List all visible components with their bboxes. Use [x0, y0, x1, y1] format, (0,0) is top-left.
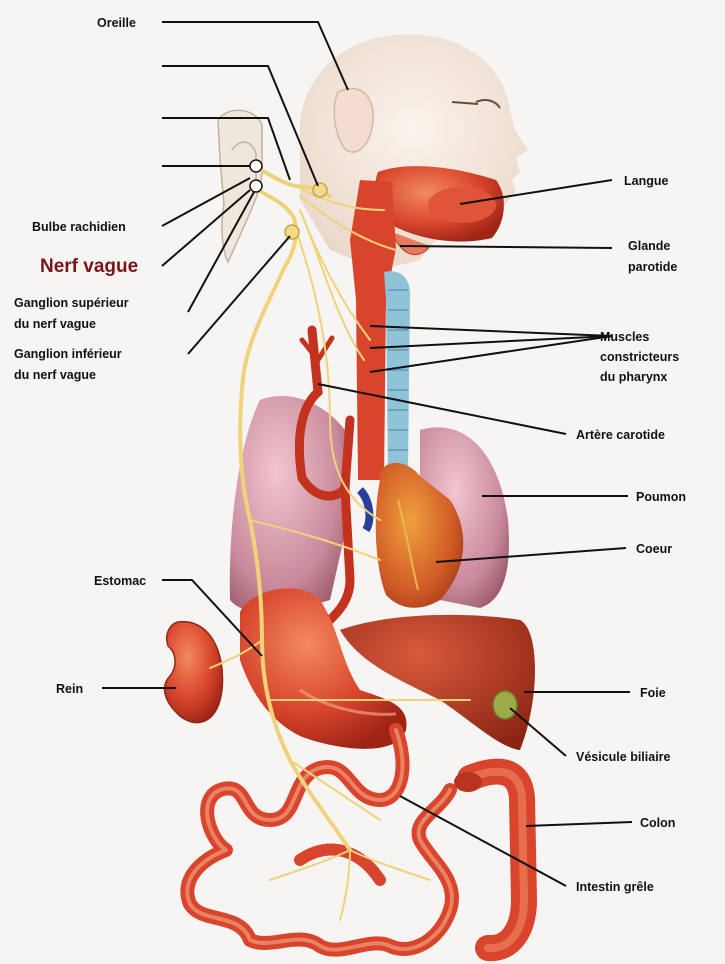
label-bulbe-rachidien: Bulbe rachidien: [32, 220, 126, 234]
label-nerf-vague: Nerf vague: [40, 256, 138, 277]
label-estomac: Estomac: [94, 574, 146, 588]
label-ganglion-inferieur-line1: Ganglion inférieur: [14, 347, 122, 361]
label-artere-carotide: Artère carotide: [576, 428, 665, 442]
colon: [454, 772, 524, 949]
label-glande-line1: Glande: [628, 239, 670, 253]
label-poumon: Poumon: [636, 490, 686, 504]
label-intestin-grele: Intestin grêle: [576, 880, 654, 894]
kidney: [165, 622, 223, 723]
label-langue: Langue: [624, 174, 668, 188]
left-labels: Oreille Bulbe rachidien Nerf vague Gangl…: [14, 16, 146, 696]
label-glande-line2: parotide: [628, 260, 677, 274]
label-foie: Foie: [640, 686, 666, 700]
label-muscles-line1: Muscles: [600, 330, 649, 344]
label-rein: Rein: [56, 682, 83, 696]
label-ganglion-superieur-line1: Ganglion supérieur: [14, 296, 129, 310]
label-vesicule-biliaire: Vésicule biliaire: [576, 750, 671, 764]
label-colon: Colon: [640, 816, 675, 830]
label-coeur: Coeur: [636, 542, 672, 556]
label-muscles-line3: du pharynx: [600, 370, 667, 384]
label-muscles-line2: constricteurs: [600, 350, 679, 364]
small-intestine: [187, 730, 452, 950]
right-labels: Langue Glande parotide Muscles constrict…: [576, 174, 686, 894]
label-oreille: Oreille: [97, 16, 136, 30]
label-ganglion-inferieur-line2: du nerf vague: [14, 368, 96, 382]
label-ganglion-superieur-line2: du nerf vague: [14, 317, 96, 331]
